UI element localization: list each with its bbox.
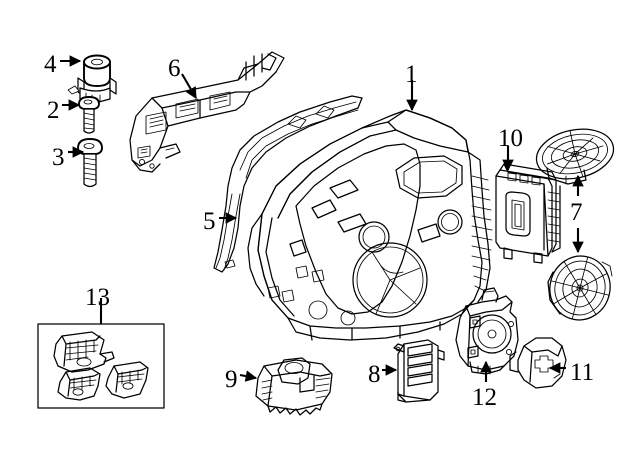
part-6-upper-bracket: [129, 51, 285, 173]
part-1-headlight-housing: [247, 109, 493, 341]
part-2-screw-small: [78, 96, 100, 134]
leader-9: [239, 370, 258, 382]
leader-lines: [60, 55, 584, 382]
part-7-fan-upper: [535, 128, 615, 185]
callout-label-3: 3: [52, 144, 65, 171]
callout-label-5: 5: [203, 208, 216, 235]
callout-label-11: 11: [570, 359, 595, 386]
part-9-ballast-unit: [255, 357, 333, 416]
callout-label-1: 1: [405, 61, 418, 88]
part-3-screw-large: [77, 138, 103, 188]
part-5-headlight-seal: [213, 95, 363, 273]
callout-label-7: 7: [570, 199, 583, 226]
callout-label-10: 10: [498, 125, 523, 152]
callout-label-2: 2: [47, 97, 60, 124]
part-8-led-module: [393, 339, 445, 403]
callout-label-13: 13: [85, 284, 110, 311]
part-4-grommet: [67, 54, 117, 104]
callout-label-4: 4: [44, 51, 57, 78]
part-12-leveling-actuator: [455, 287, 519, 375]
callout-label-6: 6: [168, 55, 181, 82]
part-13-bracket-kit: [37, 323, 165, 409]
leader-6: [181, 73, 197, 99]
part-11-access-cover: [509, 337, 567, 389]
callout-label-8: 8: [368, 361, 381, 388]
callout-label-9: 9: [225, 366, 238, 393]
part-7-fan-lower: [547, 255, 613, 321]
callout-label-12: 12: [472, 384, 497, 411]
